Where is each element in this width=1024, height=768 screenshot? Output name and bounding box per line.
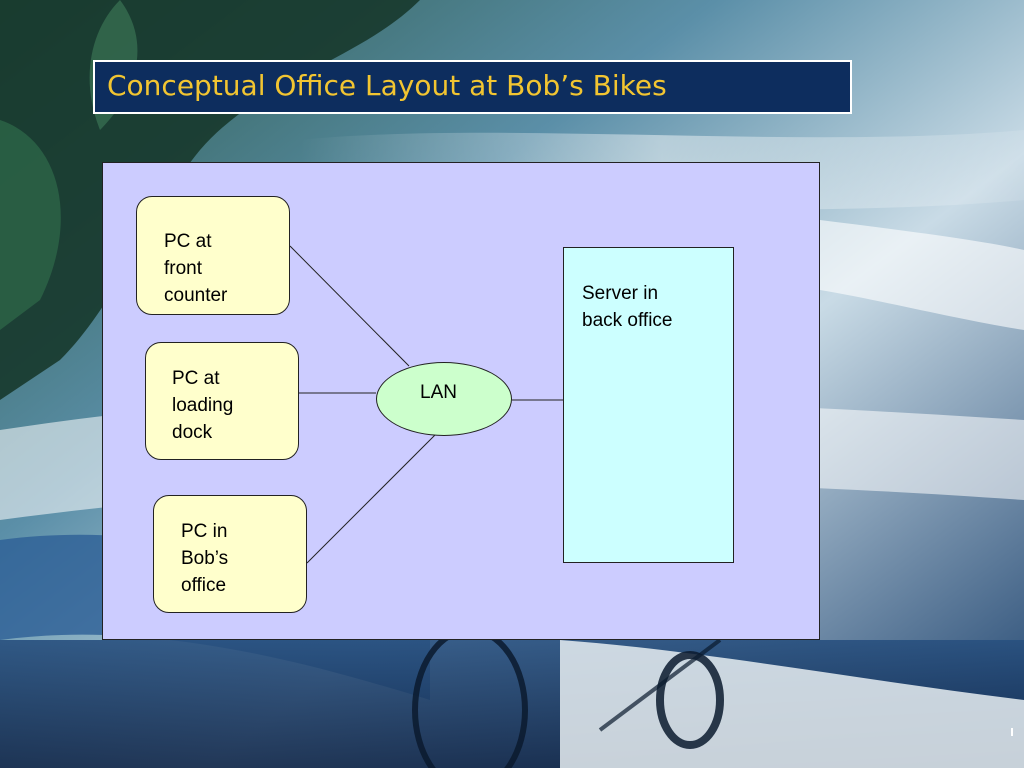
- slide-corner-mark: [1011, 728, 1013, 736]
- pc-loading-dock-node: [145, 342, 299, 460]
- title-bar: Conceptual Office Layout at Bob’s Bikes: [93, 60, 852, 114]
- server-label: Server in back office: [582, 283, 673, 331]
- slide-title: Conceptual Office Layout at Bob’s Bikes: [107, 69, 667, 102]
- pc-front-counter-node: [136, 196, 290, 315]
- pc-bobs-office-label: PC in Bob’s office: [181, 521, 229, 596]
- server-node: [563, 247, 734, 563]
- lan-node: [376, 362, 512, 436]
- pc-bobs-office-node: [153, 495, 307, 613]
- edge-bobs-office-to-lan: [306, 432, 438, 564]
- edge-front-counter-to-lan: [289, 245, 410, 367]
- lan-label: LAN: [420, 382, 457, 403]
- pc-front-counter-label: PC at front counter: [164, 231, 228, 306]
- pc-loading-dock-label: PC at loading dock: [172, 368, 234, 443]
